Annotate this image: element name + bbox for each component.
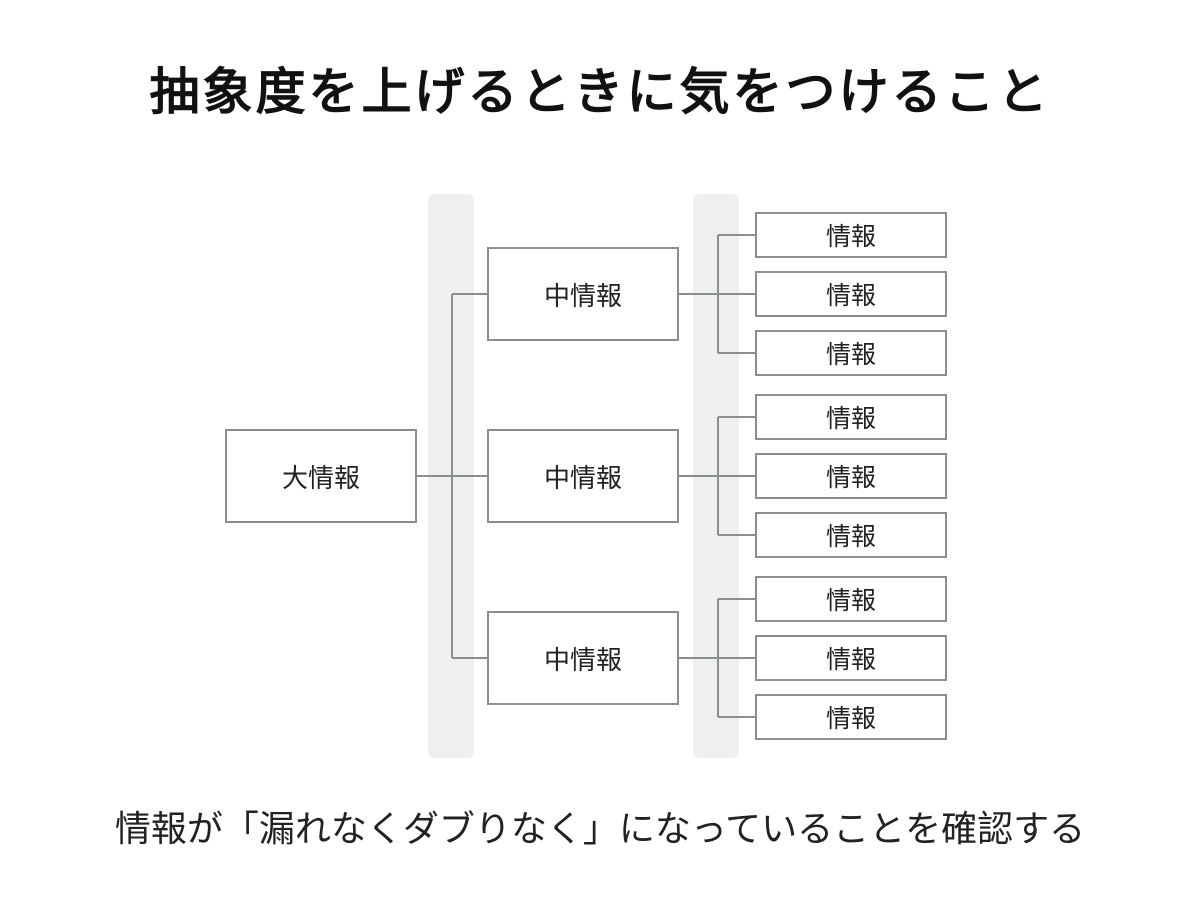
leaf-node: 情報	[755, 576, 947, 622]
leaf-node: 情報	[755, 271, 947, 317]
leaf-node: 情報	[755, 694, 947, 740]
leaf-node: 情報	[755, 394, 947, 440]
leaf-node: 情報	[755, 512, 947, 558]
leaf-node: 情報	[755, 212, 947, 258]
leaf-node: 情報	[755, 635, 947, 681]
leaf-node: 情報	[755, 330, 947, 376]
slide-caption: 情報が「漏れなくダブりなく」になっていることを確認する	[114, 809, 1086, 850]
leaf-node: 情報	[755, 453, 947, 499]
middle-node: 中情報	[487, 611, 679, 705]
root-node: 大情報	[225, 429, 417, 523]
middle-node: 中情報	[487, 247, 679, 341]
middle-node: 中情報	[487, 429, 679, 523]
slide-title: 抽象度を上げるときに気をつけること	[149, 63, 1051, 121]
